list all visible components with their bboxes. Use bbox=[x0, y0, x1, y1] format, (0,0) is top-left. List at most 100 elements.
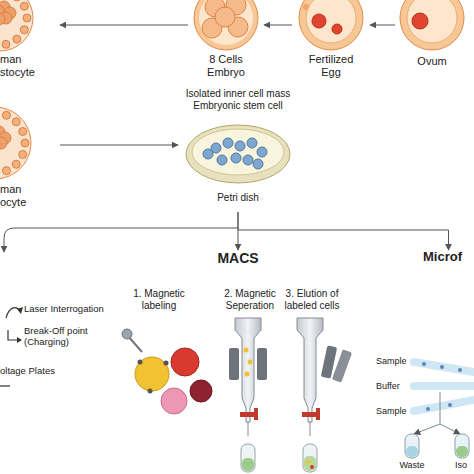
trophoblast-cell bbox=[21, 139, 29, 147]
part-label: oltage Plates bbox=[0, 366, 80, 377]
flow-arrow bbox=[238, 212, 239, 250]
node-title: Fertilized Egg bbox=[301, 53, 361, 78]
cell bbox=[448, 403, 452, 407]
cell bbox=[440, 365, 444, 369]
branch-line bbox=[4, 228, 238, 252]
pronucleus bbox=[312, 14, 326, 28]
blastocyst-stage: man stocyte bbox=[0, 0, 60, 89]
cell bbox=[310, 465, 314, 469]
flow-arrow bbox=[60, 25, 188, 26]
node-title: Isolated inner cell mass Embryonic stem … bbox=[180, 88, 296, 111]
tube-label: Waste bbox=[392, 460, 432, 470]
cell bbox=[426, 407, 430, 411]
zona-ring bbox=[400, 0, 464, 50]
tube-liquid bbox=[242, 458, 254, 471]
magnetic-bead bbox=[138, 360, 143, 365]
method-heading: MACS bbox=[212, 250, 264, 270]
cell bbox=[245, 372, 250, 377]
trophoblast-cell bbox=[2, 167, 10, 175]
trophoblast-cell bbox=[2, 40, 10, 48]
inner-cell bbox=[0, 13, 5, 25]
flow-arrow bbox=[60, 145, 178, 146]
test-tube bbox=[241, 444, 255, 472]
trophoblast-cell bbox=[12, 118, 20, 126]
trophoblast-cell bbox=[12, 160, 20, 168]
egg-stage: Fertilized Egg bbox=[292, 0, 370, 89]
step-label: 3. Elution of labeled cells bbox=[278, 288, 346, 311]
stem-cell bbox=[235, 141, 245, 151]
ovum-stage: Ovum bbox=[395, 0, 470, 77]
buffer-channel bbox=[414, 382, 474, 390]
magnetic-bead bbox=[148, 389, 153, 394]
stopcock-handle bbox=[254, 408, 258, 420]
zona-ring bbox=[194, 0, 258, 50]
dish-rim bbox=[186, 125, 290, 183]
trophoblast-cell bbox=[2, 111, 10, 119]
blastomere bbox=[215, 7, 235, 27]
cytoplasm bbox=[199, 0, 253, 45]
inner-cell bbox=[0, 137, 7, 149]
cell bbox=[161, 388, 187, 414]
cell bbox=[248, 360, 253, 365]
magnet bbox=[229, 348, 239, 380]
zona-ring bbox=[299, 0, 363, 50]
node-caption: Petri dish bbox=[178, 192, 298, 204]
stem-cell bbox=[217, 155, 227, 165]
cell bbox=[190, 380, 212, 402]
test-tube bbox=[455, 434, 469, 458]
flow-arrow bbox=[370, 25, 395, 26]
tube-liquid bbox=[406, 446, 418, 457]
column-body bbox=[235, 318, 261, 422]
trophoblast-cell bbox=[20, 26, 28, 34]
tube-liquid bbox=[456, 446, 468, 457]
tube-label: Iso bbox=[449, 460, 473, 470]
channel-label: Buffer bbox=[376, 381, 414, 391]
node-title: man ocyte bbox=[0, 183, 46, 208]
step-label: 1. Magnetic labeling bbox=[124, 288, 194, 311]
sample-channel bbox=[414, 362, 474, 372]
stem-cell bbox=[257, 147, 267, 157]
stem-cell bbox=[223, 138, 233, 148]
break-off-arrow bbox=[8, 330, 19, 340]
separation-column bbox=[229, 318, 267, 472]
magnetic-bead bbox=[164, 361, 169, 366]
trophoblast-cell bbox=[13, 35, 21, 43]
nucleus bbox=[412, 13, 428, 29]
stem-cell bbox=[231, 153, 241, 163]
magnet bbox=[257, 348, 267, 380]
node-title: Ovum bbox=[395, 55, 469, 68]
zona-ring bbox=[0, 0, 33, 51]
cell bbox=[135, 357, 169, 391]
cell bbox=[171, 348, 199, 376]
part-label: Break-Off point (Charging) bbox=[24, 326, 96, 348]
outlet-line bbox=[414, 392, 440, 434]
step-label: 2. Magnetic Seperation bbox=[218, 288, 282, 311]
cell bbox=[458, 368, 462, 372]
stem-cell bbox=[253, 159, 263, 169]
stopcock bbox=[302, 412, 318, 417]
sample-channel bbox=[414, 400, 474, 411]
stem-cell bbox=[247, 138, 257, 148]
stopcock bbox=[240, 412, 256, 417]
trophoblast-cell bbox=[20, 2, 28, 10]
cell bbox=[306, 460, 310, 464]
cell bbox=[244, 348, 249, 353]
node-title: MACS bbox=[212, 250, 264, 266]
laser-arrow bbox=[6, 308, 20, 318]
zona-ring bbox=[0, 107, 31, 179]
channel-label: Sample bbox=[376, 406, 414, 416]
channel-label: Sample bbox=[376, 356, 414, 366]
petri-dish: Isolated inner cell mass Embryonic stem … bbox=[178, 88, 298, 212]
cytoplasm bbox=[306, 0, 356, 43]
node-title: 8 Cells Embryo bbox=[196, 53, 256, 78]
part-label: Laser Interrogation bbox=[24, 304, 108, 315]
column-tip bbox=[248, 422, 249, 436]
dish-base bbox=[192, 129, 284, 175]
arrow-head bbox=[17, 337, 22, 343]
magnetic-pin bbox=[128, 336, 142, 352]
node-title: man stocyte bbox=[0, 53, 46, 78]
flow-arrow bbox=[264, 25, 292, 26]
trophoblast-cell bbox=[23, 14, 31, 22]
blastocyst-stage: man ocyte bbox=[0, 105, 60, 205]
